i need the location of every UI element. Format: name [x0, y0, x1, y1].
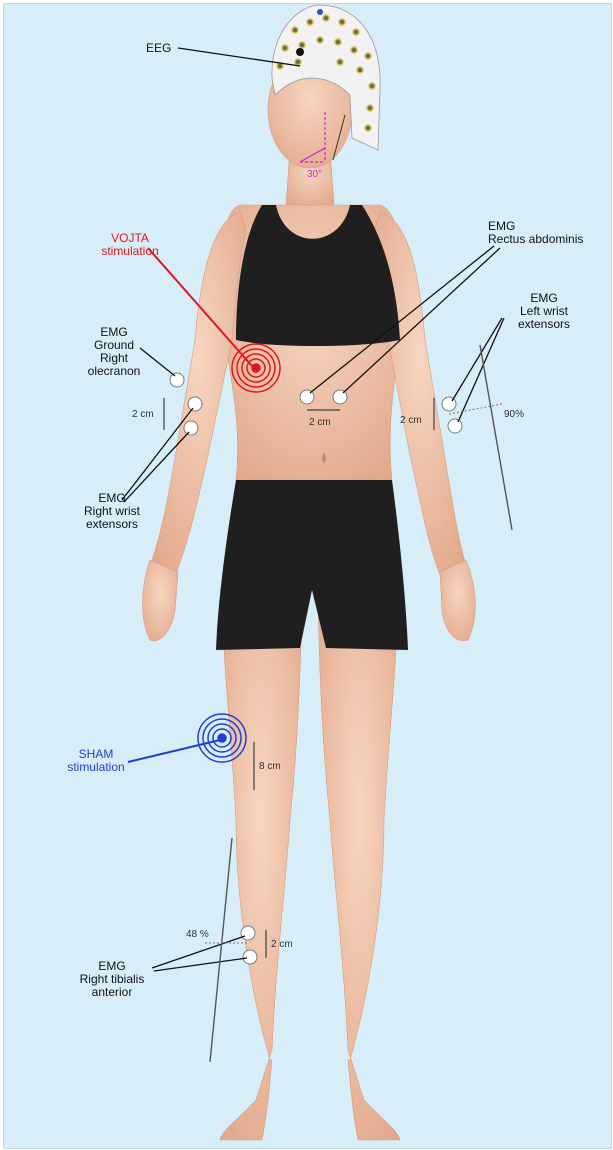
navel [322, 453, 326, 463]
emg-ground-right-olecranon-label: EMG Ground Right olecranon [82, 326, 146, 378]
eeg-electrode [367, 105, 373, 111]
eeg-black-electrode [296, 48, 304, 56]
shin-percent-label: 48 % [186, 928, 209, 941]
eeg-electrode [335, 39, 341, 45]
emg-electrode-tibialis [243, 950, 257, 964]
shorts [216, 480, 408, 650]
eeg-electrode [369, 83, 375, 89]
eeg-electrode [292, 27, 298, 33]
emg-electrode-tibialis [241, 926, 255, 940]
left-forearm-length-line [480, 345, 512, 530]
sham-stimulation-label: SHAM stimulation [56, 748, 136, 774]
vojta-ring [252, 364, 260, 372]
left-wrist-leader-1 [452, 318, 502, 401]
eeg-electrode [353, 29, 359, 35]
thigh-gap-label: 8 cm [259, 760, 281, 773]
left-arm-percent-label: 90% [504, 408, 524, 421]
tibialis-leader-2 [154, 958, 247, 971]
emg-electrode-ground [170, 373, 184, 387]
eeg-electrode [282, 45, 288, 51]
sham-pointer [128, 740, 220, 762]
eeg-electrode [317, 37, 323, 43]
vojta-stimulation-label: VOJTA stimulation [94, 232, 166, 258]
head-angle-label: 30° [307, 168, 322, 181]
right-arm-gap-label: 2 cm [132, 408, 154, 421]
eeg-electrode [299, 42, 305, 48]
emg-right-wrist-extensors-label: EMG Right wrist extensors [74, 492, 150, 531]
eeg-electrode [307, 19, 313, 25]
left-arm-percent-marker [449, 404, 502, 414]
left-wrist-leader-2 [458, 318, 504, 422]
abdomen-gap-label: 2 cm [309, 416, 331, 429]
shin-length-line [210, 838, 232, 1062]
right-leg [220, 600, 302, 1140]
eeg-electrode [323, 15, 329, 21]
emg-rectus-abdominis-label: EMG Rectus abdominis [488, 220, 583, 246]
left-leg [318, 600, 400, 1140]
right-hand [143, 560, 179, 641]
left-arm-gap-label: 2 cm [400, 414, 422, 427]
eeg-electrode [365, 53, 371, 59]
eeg-electrode [351, 47, 357, 53]
eeg-electrode [339, 19, 345, 25]
eeg-electrode [365, 125, 371, 131]
eeg-reference-electrode [317, 9, 323, 15]
emg-electrode-left-wrist [448, 419, 462, 433]
eeg-label: EEG [146, 42, 171, 55]
eeg-electrode [295, 59, 301, 65]
eeg-electrode [357, 67, 363, 73]
emg-electrode-right-wrist [184, 421, 198, 435]
emg-left-wrist-extensors-label: EMG Left wrist extensors [506, 292, 582, 331]
shin-gap-label: 2 cm [271, 938, 293, 951]
eeg-electrode [337, 59, 343, 65]
emg-electrode-right-wrist [188, 397, 202, 411]
emg-right-tibialis-anterior-label: EMG Right tibialis anterior [66, 960, 158, 999]
left-hand [440, 560, 475, 641]
